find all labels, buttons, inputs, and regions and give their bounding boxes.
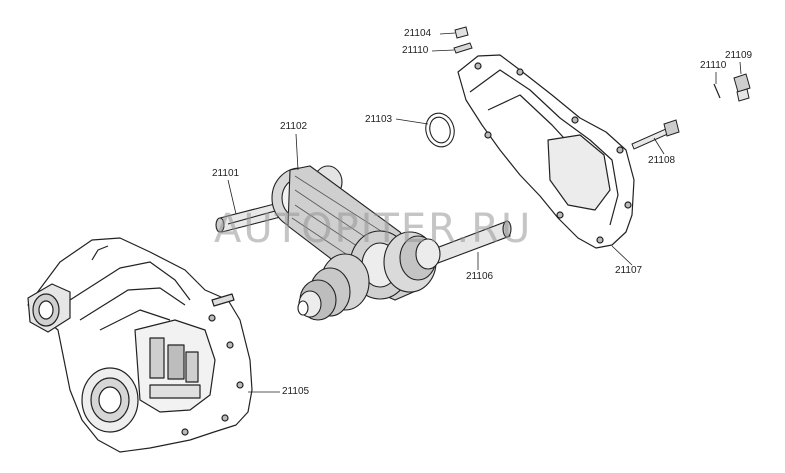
label-21107: 21107 <box>615 265 643 276</box>
key-21104 <box>454 26 469 39</box>
bolt-21108 <box>631 119 680 150</box>
label-21110-top: 21110 <box>402 45 429 56</box>
plug-21109 <box>733 73 751 102</box>
label-21106: 21106 <box>466 271 494 282</box>
washer-21110-right <box>713 83 721 99</box>
front-housing-21105 <box>27 237 253 453</box>
label-21103: 21103 <box>365 114 393 125</box>
watermark-text: AUTOPITER.RU <box>214 206 533 252</box>
label-21104: 21104 <box>404 28 432 39</box>
label-21109: 21109 <box>725 50 753 61</box>
retaining-ring-21103 <box>425 112 455 148</box>
label-21102: 21102 <box>280 121 308 132</box>
leader-lines <box>227 32 742 393</box>
label-21108: 21108 <box>648 155 676 166</box>
rear-cover-21107 <box>457 54 635 249</box>
output-shaft-21106 <box>297 220 512 321</box>
seal-21110-top <box>453 42 473 54</box>
label-21105: 21105 <box>282 386 310 397</box>
label-21110-right: 21110 <box>700 60 727 71</box>
label-21101: 21101 <box>212 168 240 179</box>
